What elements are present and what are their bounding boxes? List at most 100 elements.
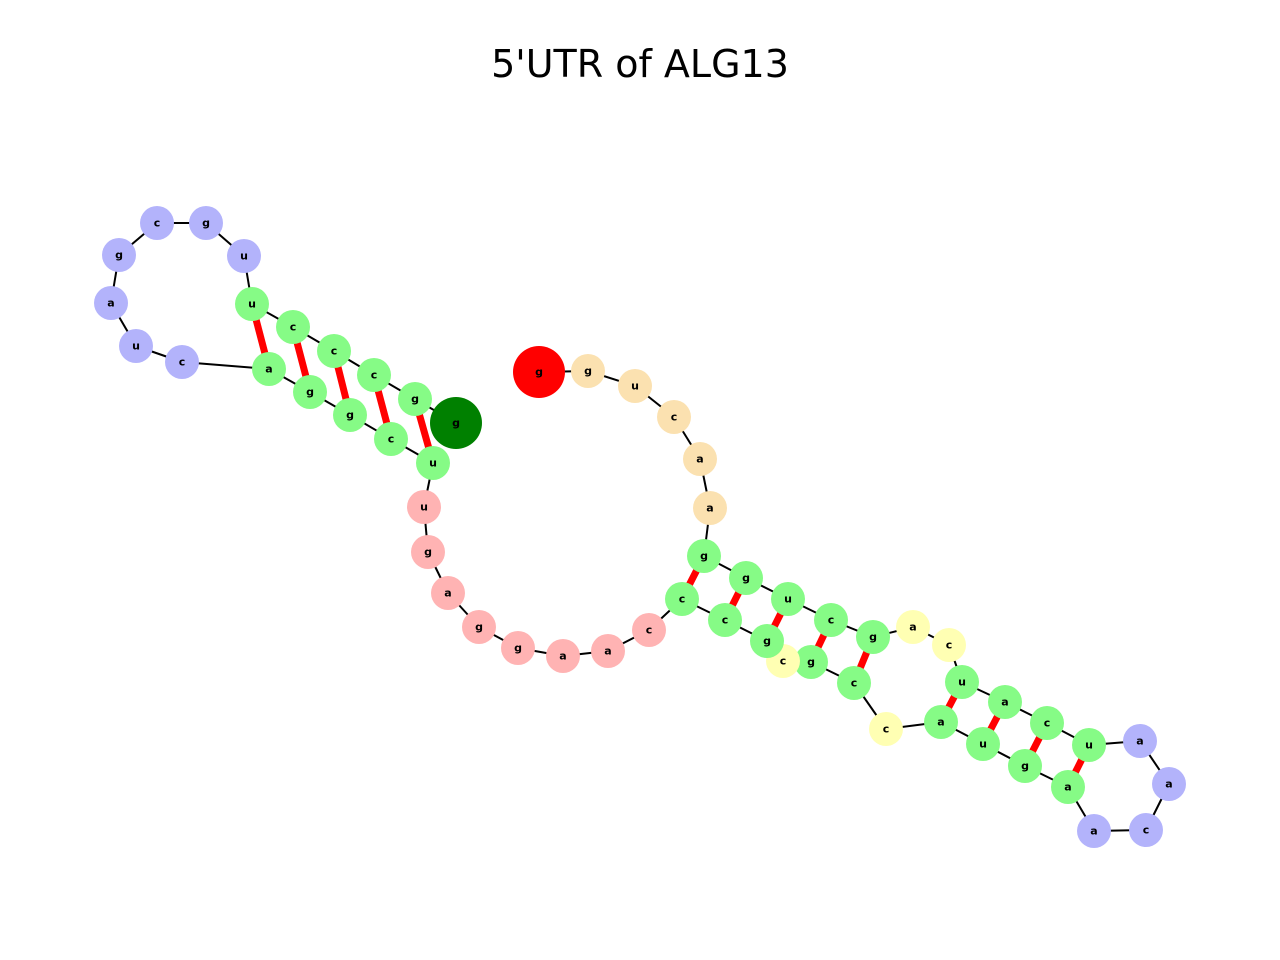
nucleotide-node: c	[1129, 813, 1163, 847]
nucleotide-node: c	[814, 603, 848, 637]
nucleotide-node: c	[1030, 706, 1064, 740]
nucleotide-node: c	[374, 422, 408, 456]
nucleotide-label: c	[179, 356, 186, 369]
nucleotide-label: g	[535, 366, 543, 379]
nucleotide-circle	[869, 712, 903, 746]
nucleotide-node: g	[462, 610, 496, 644]
nucleotide-label: c	[1143, 824, 1150, 837]
nucleotide-circle	[1123, 724, 1157, 758]
nucleotide-circle	[1072, 728, 1106, 762]
nucleotide-label: a	[1001, 696, 1008, 709]
nucleotide-circle	[407, 490, 441, 524]
nucleotide-circle	[1008, 749, 1042, 783]
nucleotide-node: c	[317, 334, 351, 368]
nucleotide-node: a	[988, 685, 1022, 719]
nucleotide-label: c	[154, 217, 161, 230]
nucleotide-circle	[333, 398, 367, 432]
nucleotide-node: c	[140, 206, 174, 240]
nucleotide-circle	[632, 613, 666, 647]
nucleotide-node: g	[856, 620, 890, 654]
nucleotide-node: g	[189, 206, 223, 240]
nucleotide-node: c	[657, 400, 691, 434]
nucleotide-node: u	[235, 287, 269, 321]
nucleotide-circle	[546, 639, 580, 673]
nucleotide-circle	[1129, 813, 1163, 847]
nucleotide-circle	[317, 334, 351, 368]
nucleotide-node: g	[571, 354, 605, 388]
nucleotide-node: g	[501, 631, 535, 665]
nucleotide-node: a	[431, 576, 465, 610]
nucleotide-node: a	[252, 352, 286, 386]
nucleotide-circle	[966, 727, 1000, 761]
nucleotide-node: c	[837, 666, 871, 700]
nucleotide-node: g	[750, 624, 784, 658]
nucleotide-node: u	[407, 490, 441, 524]
nucleotide-label: g	[869, 631, 877, 644]
nucleotide-circle	[513, 346, 565, 398]
nucleotide-node: u	[227, 239, 261, 273]
nucleotide-label: c	[722, 614, 729, 627]
nucleotide-label: a	[604, 645, 611, 658]
nucleotide-node: a	[1152, 767, 1186, 801]
nucleotide-label: g	[115, 249, 123, 262]
nucleotide-node: c	[708, 603, 742, 637]
nucleotide-circle	[896, 610, 930, 644]
nucleotide-node: g	[1008, 749, 1042, 783]
nucleotide-label: c	[851, 677, 858, 690]
nucleotide-node: g	[398, 382, 432, 416]
nucleotide-node: a	[1051, 770, 1085, 804]
nucleotide-node: c	[869, 712, 903, 746]
nucleotide-node: g	[513, 346, 565, 398]
nucleotide-label: c	[679, 593, 686, 606]
nucleotide-label: u	[784, 593, 792, 606]
nucleotide-label: c	[1044, 717, 1051, 730]
nucleotide-circle	[693, 491, 727, 525]
nucleotide-label: a	[696, 453, 703, 466]
nucleotide-circle	[235, 287, 269, 321]
nucleotide-node: u	[945, 665, 979, 699]
nucleotide-label: c	[828, 614, 835, 627]
nucleotide-circle	[924, 705, 958, 739]
nucleotide-label: a	[265, 363, 272, 376]
nucleotide-label: u	[958, 676, 966, 689]
nucleotide-circle	[591, 634, 625, 668]
nucleotide-circle	[252, 352, 286, 386]
nucleotide-node: g	[430, 397, 482, 449]
nucleotide-circle	[398, 382, 432, 416]
nucleotide-circle	[293, 375, 327, 409]
nucleotide-circle	[276, 310, 310, 344]
nucleotide-circle	[945, 665, 979, 699]
nucleotide-circle	[430, 397, 482, 449]
nucleotide-circle	[416, 446, 450, 480]
nucleotide-node: a	[924, 705, 958, 739]
nucleotide-node: u	[771, 582, 805, 616]
nucleotide-circle	[462, 610, 496, 644]
nucleotide-node: c	[276, 310, 310, 344]
nucleotide-node: g	[293, 375, 327, 409]
nucleotide-circle	[657, 400, 691, 434]
nucleotide-label: g	[346, 409, 354, 422]
nucleotide-node: g	[411, 535, 445, 569]
nucleotide-circle	[119, 329, 153, 363]
nucleotide-node: a	[591, 634, 625, 668]
nucleotide-circle	[571, 354, 605, 388]
nucleotide-label: a	[1136, 735, 1143, 748]
nucleotide-label: c	[388, 433, 395, 446]
nucleotide-node: c	[357, 358, 391, 392]
nucleotide-label: g	[807, 656, 815, 669]
nucleotide-node: g	[102, 238, 136, 272]
nucleotide-label: a	[1090, 825, 1097, 838]
nucleotide-circle	[501, 631, 535, 665]
nucleotide-label: u	[631, 380, 639, 393]
nucleotide-label: g	[584, 365, 592, 378]
nucleotide-label: c	[883, 723, 890, 736]
nucleotide-label: g	[514, 642, 522, 655]
nucleotide-label: u	[979, 738, 987, 751]
nucleotide-label: u	[132, 340, 140, 353]
nucleotide-label: c	[946, 639, 953, 652]
page-title: 5'UTR of ALG13	[491, 42, 789, 86]
nucleotide-circle	[94, 286, 128, 320]
nucleotide-label: g	[306, 386, 314, 399]
